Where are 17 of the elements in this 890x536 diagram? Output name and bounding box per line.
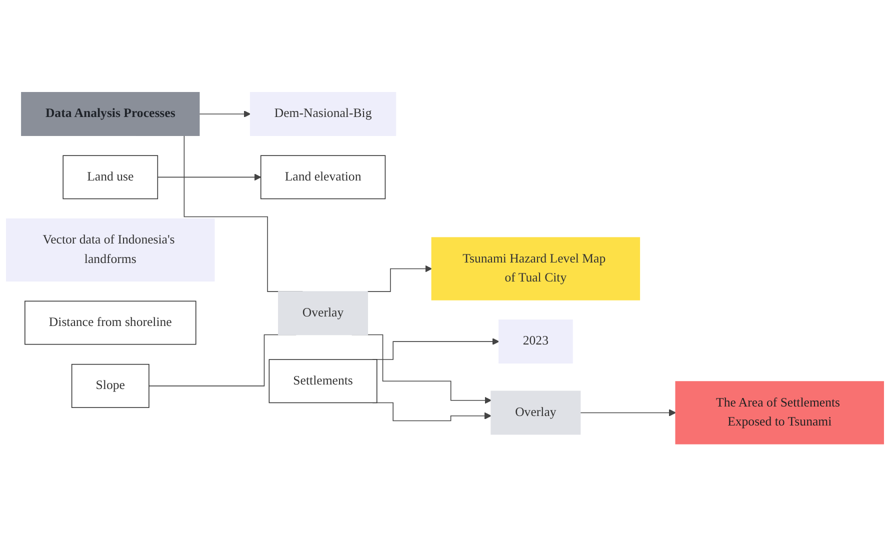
node-box: Overlay	[278, 291, 368, 335]
arrow	[366, 265, 432, 292]
node-box: The Area of Settlements Exposed to Tsunami	[675, 380, 884, 444]
node-box: 2023	[498, 319, 573, 364]
node-box: Data Analysis Processes	[21, 92, 200, 136]
node-box: Settlements	[268, 358, 378, 403]
arrow	[580, 409, 676, 416]
node-box: Overlay	[490, 390, 581, 435]
node-box: Vector data of Indonesia's landforms	[6, 218, 215, 282]
node-box: Land use	[62, 155, 158, 200]
arrow	[157, 174, 262, 181]
node-box: Dem-Nasional-Big	[250, 92, 396, 136]
node-box: Distance from shoreline	[24, 300, 196, 345]
node-box: Slope	[71, 364, 150, 408]
node-box: Land elevation	[260, 155, 386, 200]
node-box: Tsunami Hazard Level Map of Tual City	[431, 237, 640, 300]
arrow	[198, 110, 251, 118]
